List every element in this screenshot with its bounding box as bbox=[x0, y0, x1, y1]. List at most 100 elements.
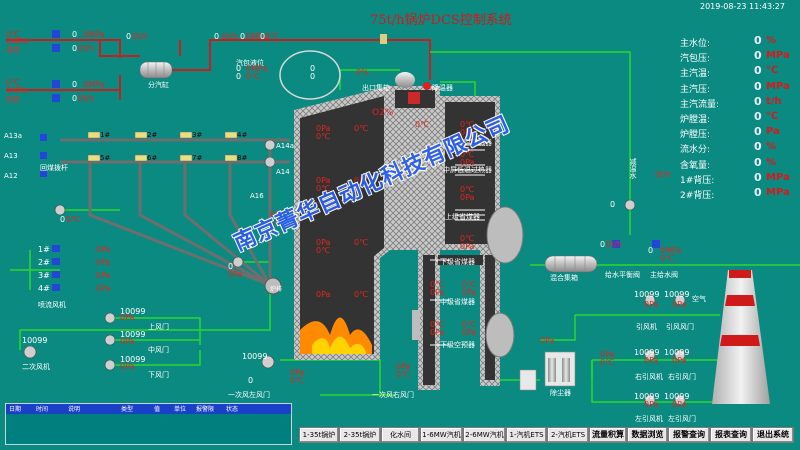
nav-button[interactable]: 流量积算 bbox=[589, 427, 627, 443]
log-column-header: 报警限 bbox=[196, 406, 215, 413]
label-mixing-header: 混合集箱 bbox=[550, 274, 578, 282]
reading-value: 0t/h bbox=[606, 240, 622, 249]
label-dust-collector: 除尘器 bbox=[550, 389, 571, 397]
nav-button[interactable]: 报警查询 bbox=[668, 427, 710, 443]
reading-value: 0 bbox=[214, 32, 220, 41]
label-desuperheat-water: 减温水 bbox=[629, 158, 637, 179]
nav-button[interactable]: 1-35t锅炉 bbox=[299, 427, 339, 443]
label-induced-damper: 引风风门 bbox=[666, 323, 694, 331]
reading-value: 0MPa bbox=[246, 64, 268, 73]
reading-value: 0℃ bbox=[316, 132, 331, 141]
param-value: 0 bbox=[754, 170, 762, 184]
nav-button[interactable]: 2-6MW汽机 bbox=[463, 427, 506, 443]
feeder-blocks bbox=[87, 131, 238, 162]
reading-value: 0℃ bbox=[460, 150, 475, 159]
param-unit: ℃ bbox=[766, 65, 779, 77]
label-return-feeder: 回煤拨杆 bbox=[40, 164, 68, 172]
log-column-header: 类型 bbox=[121, 406, 134, 413]
reading-value: 0MPa bbox=[6, 37, 28, 46]
alarm-log[interactable]: 日期时间说明类型值单位报警限状态 bbox=[5, 403, 292, 445]
nav-button[interactable]: 1-6MW汽机 bbox=[420, 427, 463, 443]
reading-value: 10099 bbox=[634, 348, 660, 357]
param-value: 0 bbox=[754, 49, 762, 63]
feeder-2: 2# bbox=[147, 131, 158, 139]
fans-pumps bbox=[23, 139, 686, 406]
reading-value: 0Pa bbox=[430, 328, 445, 337]
label-left-primary-damper: 一次风左风门 bbox=[228, 391, 270, 399]
param-unit: MPa bbox=[766, 171, 790, 183]
param-row: 主汽温:0℃ bbox=[680, 64, 798, 82]
nav-button[interactable]: 2-35t锅炉 bbox=[339, 427, 381, 443]
reading-value: 0℃ bbox=[600, 358, 615, 367]
tag-a13: A13 bbox=[4, 152, 18, 160]
feeder-4: 4# bbox=[237, 131, 248, 139]
reading-value: 10099 bbox=[664, 392, 690, 401]
reading-value: 0Pa bbox=[672, 300, 687, 309]
param-label: 含氧量: bbox=[680, 160, 711, 171]
param-label: 2#背压: bbox=[680, 191, 715, 201]
param-unit: ℃ bbox=[766, 111, 779, 122]
label-hightemp-sh: 上屏高温过热器 bbox=[443, 139, 492, 147]
reading-value: 0℃ bbox=[316, 184, 331, 193]
label-heat: 供热 bbox=[6, 96, 20, 104]
param-unit: % bbox=[766, 141, 777, 153]
reading-value: 0Pa bbox=[316, 176, 331, 185]
label-lower-air-heater: 下级空预器 bbox=[440, 341, 475, 349]
reading-value: 0℃ bbox=[6, 78, 21, 87]
param-label: 主汽温: bbox=[680, 69, 711, 80]
reading-value: 0Pa bbox=[290, 368, 305, 377]
reading-value: 0℃ bbox=[66, 215, 81, 224]
nav-button[interactable]: 退出系统 bbox=[752, 427, 794, 443]
reading-value: 0Pa bbox=[270, 210, 285, 219]
boiler-furnace bbox=[294, 86, 390, 360]
feeder-1: 1# bbox=[100, 131, 111, 139]
nav-button[interactable]: 数据浏览 bbox=[627, 427, 668, 443]
label-o2: O2% bbox=[372, 108, 394, 118]
nav-button[interactable]: 2-汽机ETS bbox=[547, 427, 589, 443]
param-row: 主水位:0% bbox=[680, 34, 798, 52]
reading-value: 0℃ bbox=[396, 370, 411, 379]
reading-value: 0t/h bbox=[132, 32, 148, 41]
tag-a14: A14 bbox=[276, 168, 290, 176]
reading-value: 0 bbox=[236, 72, 242, 81]
reading-value: 0MPa bbox=[246, 32, 268, 41]
cyclone bbox=[264, 277, 282, 295]
clock: 2019-08-23 11:43:27 bbox=[700, 2, 785, 11]
reading-value: 0Pa bbox=[672, 356, 687, 365]
reading-value: 0℃ bbox=[415, 120, 430, 129]
reading-value: 0Pa bbox=[96, 271, 111, 280]
label-right-damper: 右引风门 bbox=[668, 373, 696, 381]
reading-value: 0Pa bbox=[672, 400, 687, 409]
label-supply: 清洁 bbox=[6, 46, 20, 54]
nav-button[interactable]: 1-汽机ETS bbox=[506, 427, 547, 443]
reading-value: 0℃ bbox=[316, 246, 331, 255]
param-row: 1#背压: 0 MPa bbox=[680, 170, 798, 189]
reading-value: 0℃ bbox=[460, 234, 475, 243]
label-right-fan: 右引风机 bbox=[635, 373, 663, 381]
reading-value: 0 bbox=[248, 376, 254, 385]
reading-value: 0t/h bbox=[78, 44, 94, 53]
nav-button[interactable]: 化水间 bbox=[381, 427, 420, 443]
reading-value: 0Pa bbox=[228, 270, 243, 279]
param-label: 1#背压: bbox=[680, 175, 715, 186]
spray-2: 2# bbox=[38, 258, 50, 267]
reading-value: 0Pa bbox=[644, 400, 659, 409]
nav-button[interactable]: 报表查询 bbox=[710, 427, 752, 443]
coal-feed-pipes bbox=[60, 138, 290, 287]
reading-value: 0Pa bbox=[460, 193, 475, 202]
reading-value: 0% bbox=[356, 68, 369, 77]
reading-value: 0Pa bbox=[540, 336, 555, 345]
reading-value: 0Pa bbox=[430, 288, 445, 297]
reading-value: 0℃ bbox=[462, 280, 477, 289]
reading-value: 0MPa bbox=[660, 246, 682, 255]
reading-value: 10099 bbox=[634, 290, 660, 299]
param-value: 0 bbox=[754, 94, 762, 108]
reading-value: 0 bbox=[240, 32, 246, 41]
dust-collector-unit bbox=[519, 351, 576, 391]
spray-1: 1# bbox=[38, 245, 50, 254]
param-value: 0 bbox=[754, 110, 762, 123]
